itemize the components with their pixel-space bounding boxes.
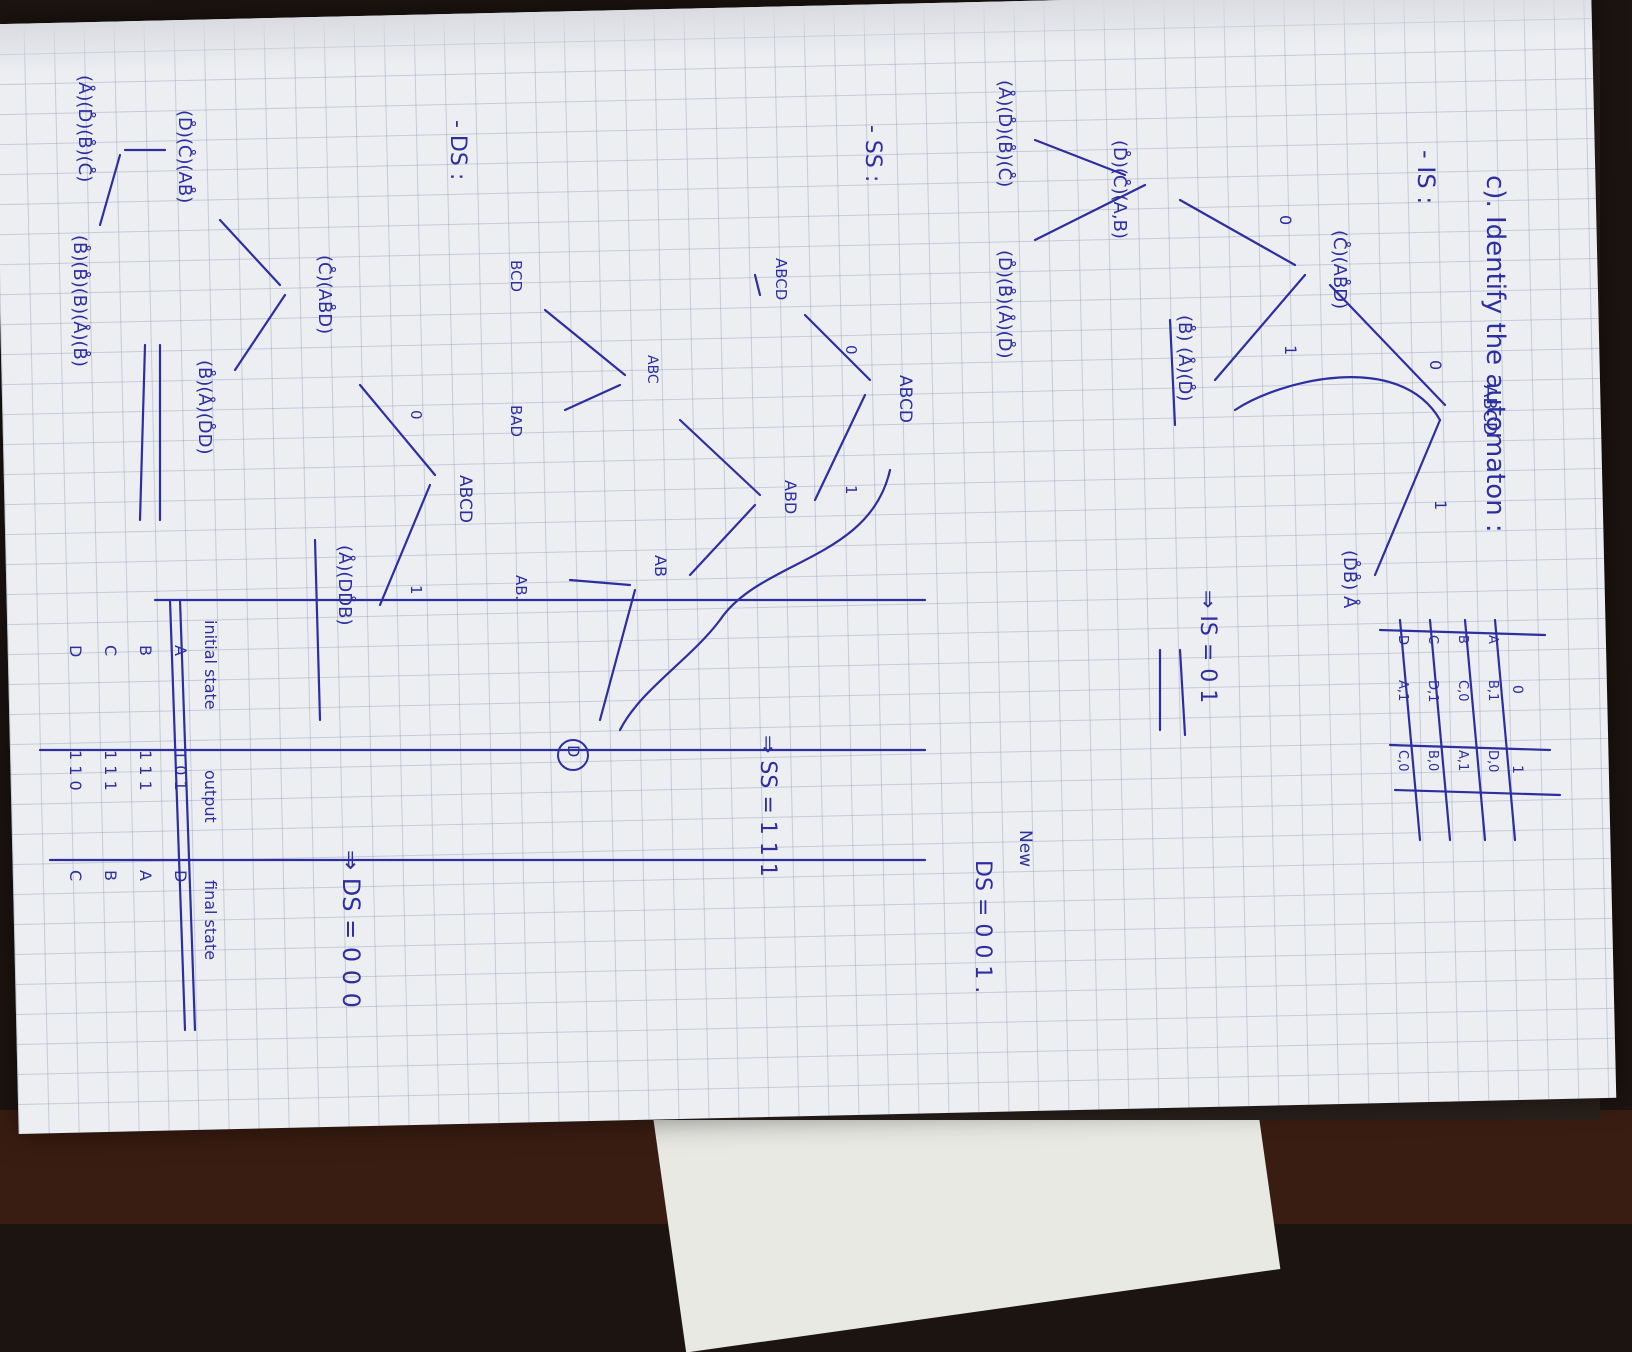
state-row-a-1: D,0 [1485,750,1500,773]
state-row-d-0: A,1 [1395,680,1410,702]
is-edge-0: 0 [1426,360,1445,371]
ss-bcd: BCD [507,260,525,293]
is-leaf-right: (D̊)(B̊)(Å)(D̊) [994,250,1015,359]
state-row-b-0: C,0 [1455,680,1470,702]
summary-row-d-output: 1 1 0 [66,750,85,791]
heading-text: c). Identify the automaton : [1480,175,1510,533]
state-row-b-1: A,1 [1455,750,1470,772]
summary-table: initial state output final state A 1 0 1… [40,600,925,1040]
summary-row-a-initial: A [171,645,190,656]
summary-header-initial: initial state [201,620,220,710]
ss-ab: AB [651,555,670,577]
state-row-d-state: D [1395,635,1410,646]
state-row-d-1: C,0 [1395,750,1410,772]
handwritten-diagram-strokes [38,138,1562,1032]
summary-header-final: final state [201,880,220,961]
state-row-c-0: D,1 [1425,680,1440,703]
ss-bad: BAD [507,405,525,438]
ds-leaf-left: (Å)(D̊)(B̊)(C̊) [74,75,95,183]
is-node-right: (D̊B̊) Å [1339,550,1360,609]
summary-row-d-final: C [66,870,85,882]
is-sub-right: (B̊) (Å)(D̊) [1174,315,1195,402]
state-row-c-1: B,0 [1425,750,1440,772]
summary-row-d-initial: D [66,645,85,658]
ss-edge-1: 1 [842,485,860,495]
ss-abc: ABC [644,355,660,384]
state-table-h1: 1 [1509,765,1525,774]
state-row-c-state: C [1425,635,1440,645]
summary-row-b-initial: B [136,645,155,656]
is-leaf-left: (Å)(D̊)(B̊)(C̊) [994,80,1015,188]
ds-sub-right: (B̊)(Å)(D̊D) [194,360,215,455]
is-sub-left: (D̊)(C̊)(A,B) [1109,140,1130,239]
is-label: - IS : [1412,150,1440,205]
summary-row-c-output: 1 1 1 [101,750,120,791]
summary-row-a-output: 1 0 1 [171,750,190,791]
summary-row-c-initial: C [101,645,120,657]
summary-row-a-final: D [171,870,190,883]
summary-header-output: output [201,770,220,823]
is-root: ABCD [1479,385,1500,436]
ds-root: ABCD [455,475,475,523]
is-edge-1: 1 [1431,500,1450,511]
ss-root: ABCD [895,375,915,423]
ds-node-left: (C̊)(AB̊D) [314,255,335,335]
summary-row-b-output: 1 1 1 [136,750,155,791]
state-row-a-0: B,1 [1485,680,1500,702]
is-sub-edge-0: 0 [1276,215,1295,226]
is-result: ⇒ IS = 0 1 [1195,590,1220,704]
is-node-left: (C̊)(AB̊D) [1329,230,1350,310]
ss-abd: ABD [781,480,800,515]
ss-ab2: AB. [512,575,530,601]
summary-row-b-final: A [136,870,155,881]
ds-sub-left: (D̊)(C̊)(AB̊) [174,110,195,204]
state-table: 0 1 A B,1 D,0 B C,0 A,1 C D,1 B,0 D A,1 … [1385,625,1555,845]
ss-edge-0: 0 [842,345,860,355]
summary-row-c-final: B [101,870,120,881]
ss-label: - SS : [860,125,885,183]
ds-label: - DS : [445,120,470,181]
ds-leaf-right: (B̊)(B̊)(B)(Å)(B̊) [69,235,90,367]
state-row-a-state: A [1485,635,1500,644]
is-sub-edge-1: 1 [1281,345,1300,356]
ds-edge-1: 1 [407,585,425,595]
ds-new-label: New [1015,830,1035,868]
ss-left-label: ABCD [772,258,790,301]
state-table-h0: 0 [1509,685,1525,694]
ds-edge-0: 0 [407,410,425,420]
state-row-b-state: B [1455,635,1470,644]
ds-new-result: DS = 0 0 1 . [970,860,995,994]
